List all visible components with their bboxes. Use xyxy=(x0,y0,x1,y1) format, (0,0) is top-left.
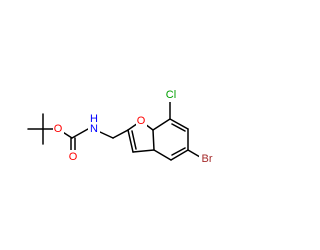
bond-c3-to-c3a xyxy=(132,149,155,153)
bond-c7-to-c6 xyxy=(169,118,189,130)
carbonyl-oxygen-label: O xyxy=(69,151,78,163)
bond-c2-c3-double-b xyxy=(131,130,137,150)
bond-c7a-to-c3a xyxy=(152,129,155,151)
nitrogen-label: N xyxy=(90,123,98,135)
bond-c7a-to-c7 xyxy=(152,118,171,131)
furan-oxygen-label: O xyxy=(137,115,146,127)
chemical-structure-diagram: O O H N O Cl Br xyxy=(27,89,216,166)
ester-oxygen-label: O xyxy=(54,123,63,135)
bond-c5-c4-inner xyxy=(171,147,186,156)
atom-labels: O O H N O Cl Br xyxy=(53,89,216,166)
bond-ch2-to-c2 xyxy=(112,129,129,139)
bond-c4-to-c3a xyxy=(153,149,172,161)
bond-n-to-ch2 xyxy=(99,131,114,139)
bromine-label: Br xyxy=(202,153,213,165)
bond-c7-c6-inner xyxy=(171,123,186,132)
bond-c5-to-c4 xyxy=(170,149,189,161)
nh-hydrogen-label: H xyxy=(90,113,98,125)
bond-carbonyl-c-to-n xyxy=(71,128,89,139)
chlorine-label: Cl xyxy=(166,89,176,101)
bond-c2-c3-double-a xyxy=(127,129,134,153)
bond-c5-to-br xyxy=(187,149,201,158)
